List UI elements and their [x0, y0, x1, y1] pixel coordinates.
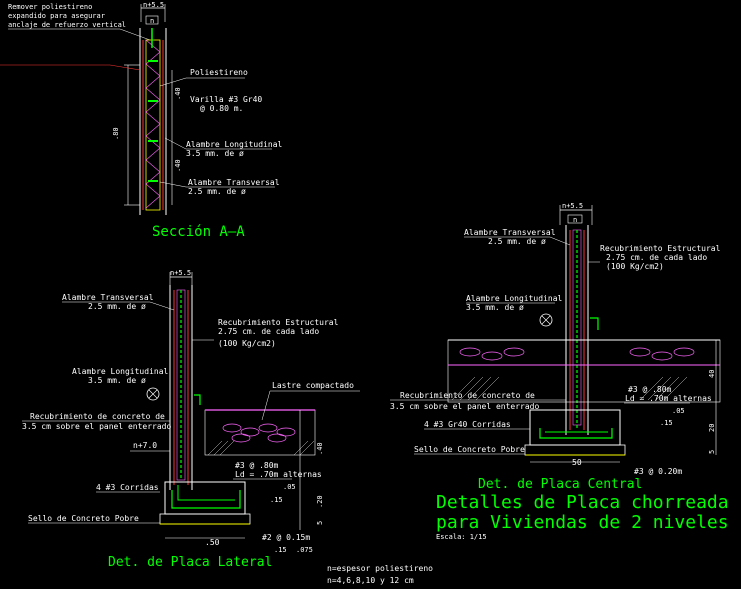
section-varilla-2: @ 0.80 m. [200, 104, 243, 113]
note-n-values: n=4,6,8,10 y 12 cm [327, 576, 414, 585]
section-dim-80: .80 [112, 127, 120, 140]
central-dim-40: 40 [708, 370, 716, 378]
central-varilla-80-1: #3 @ .80m [628, 385, 672, 394]
lateral-alambre-long-1: Alambre Longitudinal [72, 367, 169, 376]
central-recub-concreto-1: Recubrimiento de concreto de [400, 391, 535, 400]
central-varilla-20: #3 @ 0.20m [634, 467, 682, 476]
lateral-dim-075: .075 [296, 546, 313, 554]
lateral-n-plus-7: n+7.0 [133, 441, 157, 450]
lateral-varilla-15: #2 @ 0.15m [262, 533, 310, 542]
section-varilla-1: Varilla #3 Gr40 [190, 95, 262, 104]
central-varilla-80-2: Ld = .70m alternas [625, 394, 712, 403]
lateral-dim-15b: .15 [270, 496, 283, 504]
section-note-remove-1: Remover poliestireno [8, 3, 92, 11]
section-note-remove-2: expandido para asegurar [8, 12, 105, 20]
section-alambre-long-1: Alambre Longitudinal [186, 140, 283, 149]
central-alambre-trans-2: 2.5 mm. de ø [488, 237, 546, 246]
lateral-lastre: Lastre compactado [272, 381, 354, 390]
section-a-a: n+5.5 n .80 .40 .40 Remover poli [0, 1, 283, 240]
central-corridas: 4 #3 Gr40 Corridas [424, 420, 511, 429]
central-recub-1: Recubrimiento Estructural [600, 244, 721, 253]
lateral-dim-40: .40 [316, 442, 324, 455]
section-alambre-trans-1: Alambre Transversal [188, 178, 280, 187]
section-top-dim: n+5.5 [143, 1, 164, 9]
lateral-sello: Sello de Concreto Pobre [28, 514, 139, 523]
section-dim-40b: .40 [174, 159, 182, 172]
central-wire-section-icon [539, 313, 553, 327]
section-note-remove-3: anclaje de refuerzo vertical [8, 21, 126, 29]
lateral-dim-20: .20 [316, 495, 324, 508]
lateral-alambre-trans-2: 2.5 mm. de ø [88, 302, 146, 311]
lateral-dim-5: 5 [316, 521, 324, 525]
section-title: Sección A–A [152, 224, 245, 240]
central-sello: Sello de Concreto Pobre [414, 445, 525, 454]
central-recub-concreto-2: 3.5 cm sobre el panel enterrado [390, 402, 539, 411]
central-dim-50: 50 [572, 458, 582, 467]
main-title-line-2: para Viviendas de 2 niveles [436, 512, 729, 533]
lateral-corridas: 4 #3 Corridas [96, 483, 159, 492]
central-alambre-trans-1: Alambre Transversal [464, 228, 556, 237]
central-alambre-long-1: Alambre Longitudinal [466, 294, 563, 303]
lateral-varilla-80-2: Ld = .70m alternas [235, 470, 322, 479]
section-dim-40a: .40 [174, 87, 182, 100]
central-title: Det. de Placa Central [478, 477, 642, 492]
placa-central: n+5.5 n [390, 202, 721, 492]
lateral-alambre-trans-1: Alambre Transversal [62, 293, 154, 302]
lateral-recub-1: Recubrimiento Estructural [218, 318, 339, 327]
section-alambre-trans-2: 2.5 mm. de ø [188, 187, 246, 196]
central-recub-3: (100 Kg/cm2) [606, 262, 664, 271]
main-title-line-1: Detalles de Placa chorreada [436, 492, 729, 513]
lateral-recub-concreto-1: Recubrimiento de concreto de [30, 412, 165, 421]
central-top-n: n [573, 216, 577, 224]
lateral-wire-section-icon [146, 387, 160, 401]
note-n-definition: n=espesor poliestireno [327, 564, 433, 573]
central-dim-15: .15 [660, 419, 673, 427]
section-alambre-long-2: 3.5 mm. de ø [186, 149, 244, 158]
central-alambre-long-2: 3.5 mm. de ø [466, 303, 524, 312]
scale-label: Escala: 1/15 [436, 533, 487, 541]
central-dim-20: 20 [708, 424, 716, 432]
lateral-top-dim: n+5.5 [170, 269, 191, 277]
lateral-alambre-long-2: 3.5 mm. de ø [88, 376, 146, 385]
central-dim-5: 5 [708, 450, 716, 454]
central-top-dim: n+5.5 [562, 202, 583, 210]
lateral-recub-concreto-2: 3.5 cm sobre el panel enterrado [22, 422, 171, 431]
lateral-dim-50: .50 [205, 538, 220, 547]
central-recub-2: 2.75 cm. de cada lado [606, 253, 707, 262]
section-poliestireno: Poliestireno [190, 68, 248, 77]
lateral-recub-2: 2.75 cm. de cada lado [218, 327, 319, 336]
lateral-dim-15a: .15 [274, 546, 287, 554]
central-dim-05: .05 [672, 407, 685, 415]
lateral-varilla-80-1: #3 @ .80m [235, 461, 279, 470]
lateral-title: Det. de Placa Lateral [108, 555, 272, 570]
placa-lateral: n+5.5 [22, 269, 360, 570]
lateral-dim-05: .05 [283, 483, 296, 491]
section-top-n: n [150, 17, 154, 25]
lateral-recub-3: (100 Kg/cm2) [218, 339, 276, 348]
